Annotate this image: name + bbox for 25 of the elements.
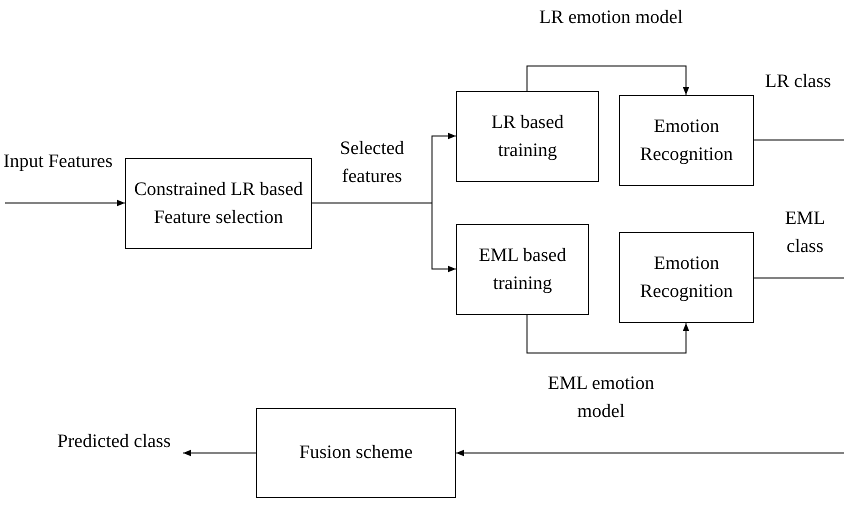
arrow [182, 450, 256, 456]
process-box [456, 224, 589, 315]
box-text: LR based training [490, 110, 565, 162]
box-text: Emotion Recognition [639, 252, 734, 304]
arrow [526, 66, 690, 96]
edge-label: EML emotion model [546, 372, 656, 424]
process-box [619, 232, 754, 323]
edge-label: LR emotion model [538, 6, 684, 30]
arrow [456, 450, 844, 456]
box-text: Emotion Recognition [639, 114, 734, 166]
edge-label: Predicted class [56, 430, 172, 454]
box-text: Constrained LR based Feature selection [133, 178, 304, 230]
arrow [526, 314, 690, 354]
edge-label: LR class [764, 70, 832, 94]
edge-label: Input Features [2, 150, 114, 174]
edge-label: EML class [784, 207, 826, 259]
process-box [256, 408, 456, 498]
arrow [312, 202, 456, 272]
process-box [456, 91, 599, 182]
process-box [125, 158, 312, 249]
process-box [619, 95, 754, 186]
arrow [4, 200, 126, 206]
box-text: Fusion scheme [299, 441, 413, 465]
edge-label: Selected features [338, 137, 406, 189]
box-text: EML based training [478, 244, 568, 296]
